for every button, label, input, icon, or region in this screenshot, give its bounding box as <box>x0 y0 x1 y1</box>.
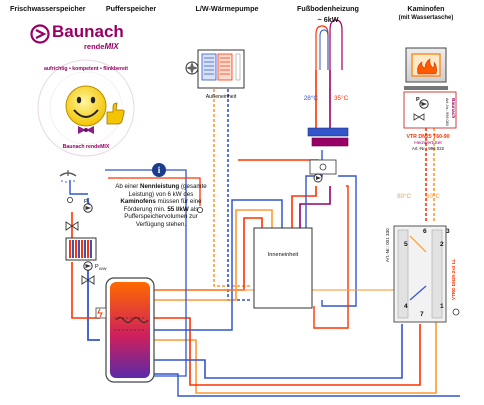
indoor-unit <box>253 227 313 309</box>
brand-sub-1: rende <box>84 42 105 51</box>
info-text-4: als Pufferspeichervolumen zur Verfügung … <box>124 205 199 228</box>
floor-temp-low: 28°C <box>304 94 319 102</box>
pump-pww-icon <box>83 261 93 271</box>
floor-temp-high: 35°C <box>334 94 349 102</box>
pipe-floor-red-right <box>313 185 349 329</box>
buffer-tank <box>95 277 155 383</box>
fireplace-vtr-art: Art.-Nr.: 996 022 <box>412 146 445 151</box>
header-frischwasserspeicher: Frischwasserspeicher <box>10 4 86 13</box>
mixing-valve-icon <box>319 163 327 171</box>
mixing-port-5: 4 <box>404 303 408 310</box>
floor-heating-loops <box>315 19 343 70</box>
badge-ring-text: aufrichtig • kompetent • flinkbereit <box>44 66 128 72</box>
info-text-2: (gesamte Leistung) von 6 kW des <box>128 183 207 198</box>
mixing-port-6: 1 <box>440 303 444 310</box>
brand-name: Baunach <box>52 22 124 41</box>
mixing-port-2: 3 <box>446 228 450 235</box>
info-bold-1: Nennleistung <box>140 183 180 190</box>
brand-sub-2: MIX <box>104 42 119 51</box>
header-waermepumpe: L/W-Wärmepumpe <box>195 4 259 13</box>
valve-icon <box>65 221 79 231</box>
info-text-3: müssen für eine Förderung min. <box>123 198 202 213</box>
smiley-face-icon <box>65 85 107 127</box>
heat-exchanger-icon <box>65 237 97 261</box>
fireplace-vtr-1: VTR DN25 T60-90 <box>407 134 450 140</box>
pipe-network <box>69 54 460 397</box>
info-text: Ab einer Nennleistung (gesamte Leistung)… <box>112 183 210 229</box>
floor-manifold <box>307 127 349 183</box>
thumbs-up-icon <box>106 102 125 125</box>
fresh-water-station <box>59 170 97 285</box>
mixing-port-1: 6 <box>423 228 427 235</box>
fireplace-pump-sub: K <box>420 100 423 105</box>
pump-p1-icon <box>83 203 93 213</box>
pipe-fresh-hot <box>71 212 100 319</box>
fireplace-pump-label: P <box>416 97 420 103</box>
mixing-port-4: 2 <box>440 241 444 248</box>
header-pufferspeicher: Pufferspeicher <box>105 4 157 13</box>
header-kaminofen-sub: (mit Wassertasche) <box>398 15 454 21</box>
fan-icon <box>185 61 199 75</box>
pump-p1-label: P <box>84 199 88 205</box>
pipe-bottom-blue2 <box>150 373 460 397</box>
pipe-bottom-blue1 <box>150 324 403 379</box>
outdoor-unit-label: Außeneinheit <box>206 94 237 100</box>
mixing-side-right: VTRD DN25 2x3 LL <box>451 258 456 300</box>
brand-sub: rendeMIX <box>84 42 119 51</box>
pipe-tank-to-indoor-red <box>150 217 263 291</box>
pipe-left-circulation <box>105 169 187 377</box>
header-kaminofen: Kaminofen <box>407 4 445 13</box>
pipe-floor-purple <box>299 70 331 228</box>
info-text-1: Ab einer <box>115 183 139 190</box>
info-icon: i <box>152 163 166 177</box>
mixing-side-left: Art.-Nr.: 001 330 <box>385 228 390 262</box>
fireplace-temp-left: 80°C <box>397 193 411 200</box>
mixing-block <box>393 225 447 323</box>
mixing-port-3: 5 <box>404 241 408 248</box>
pipe-bottom-red <box>150 317 421 386</box>
info-bold-2: Kaminofens <box>120 198 156 206</box>
brand-logo <box>30 24 50 44</box>
pump-p1-sub: 1 <box>88 201 91 206</box>
pipe-floor-red <box>291 70 317 228</box>
fireplace-vtr-2: Heizwert-Set <box>414 140 442 146</box>
shower-icon <box>59 170 77 183</box>
smiley-badge <box>37 59 135 157</box>
heating-coil <box>115 317 149 323</box>
fireplace-art-top: Art.-Nr.: 996 083 <box>445 98 449 126</box>
pipe-left-red-top <box>108 177 201 206</box>
pump-pww-label: P <box>95 264 99 270</box>
pipe-hp-orange <box>213 54 250 287</box>
thermometer-icons <box>67 196 460 316</box>
pipe-tank-to-indoor-blue <box>150 199 283 331</box>
header-fussbodenheizung: Fußbodenheizung <box>297 4 359 13</box>
pipe-bottom-orange <box>150 322 437 394</box>
badge-ring-bottom: Baunach rendeMIX <box>63 144 110 150</box>
fireplace-temp-right: 60°C <box>426 193 440 200</box>
valve-icon <box>81 275 95 285</box>
pump-pww-sub: WW <box>99 266 107 271</box>
fireplace-brand-1: Baunach <box>450 98 456 118</box>
pipe-left-blue <box>69 180 88 195</box>
pipe-tank-to-indoor-orange <box>150 209 273 301</box>
fire-icon <box>417 58 437 75</box>
info-bold-3: 55 l/kW <box>167 205 189 213</box>
header-fussboden-power: ~ 6kW <box>317 15 339 24</box>
pipe-floor-return-right <box>321 175 357 307</box>
valve-icon <box>413 113 425 121</box>
indoor-unit-label: Inneneinheit <box>268 252 299 258</box>
heat-pump-outdoor-unit <box>185 49 245 89</box>
mixing-port-7: 7 <box>420 311 424 318</box>
fireplace <box>403 47 457 129</box>
